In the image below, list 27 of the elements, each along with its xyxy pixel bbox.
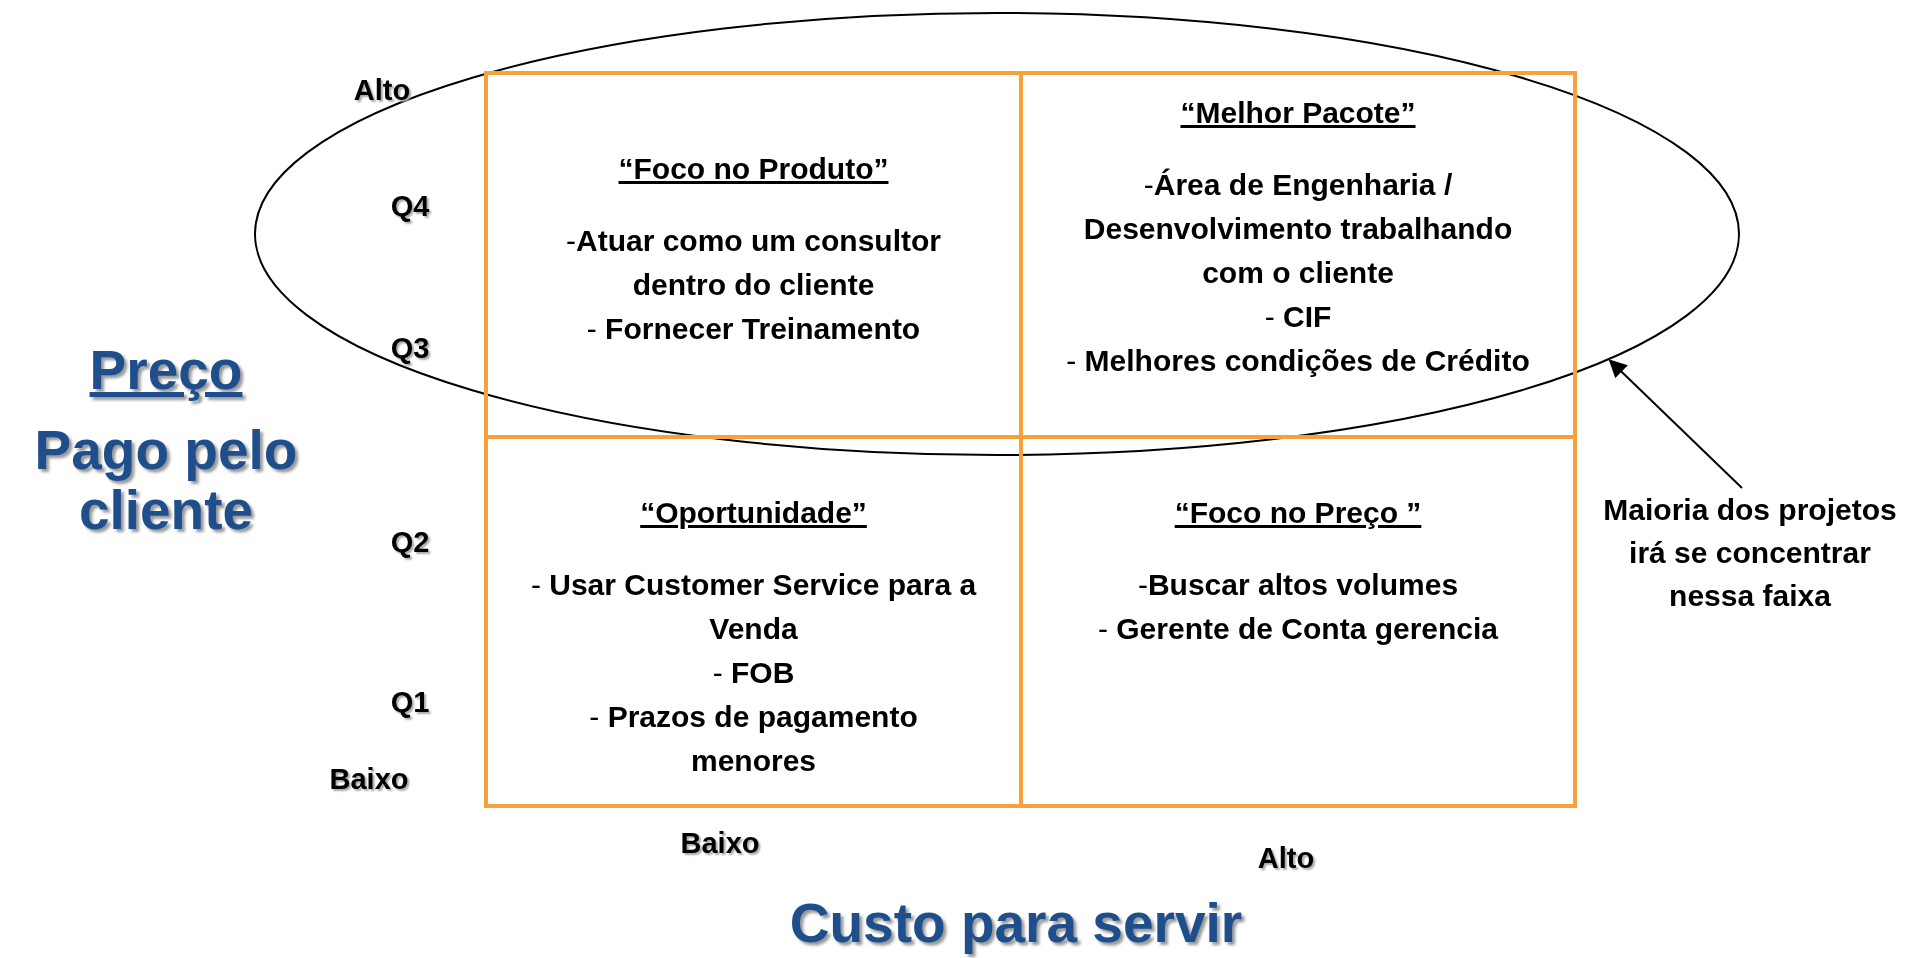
bullet-text: - Prazos de pagamento menores (588, 699, 919, 779)
quartile-label: Q4 (390, 189, 430, 223)
bullet-text: - Usar Customer Service para a Venda (529, 567, 978, 647)
annotation-text: Maioria dos projetos irá se concentrar nessa faixa (1585, 488, 1915, 678)
bullet-text: -Buscar altos volumes (1136, 567, 1460, 603)
bullet-text: - Gerente de Conta gerencia (1096, 611, 1500, 647)
quadrant-heading: “Oportunidade” (639, 495, 868, 531)
bullet-text: - Melhores condições de Crédito (1065, 343, 1531, 379)
axis-title: Preço (89, 340, 243, 400)
bullet-text: -Atuar como um consultor dentro do cliente (565, 223, 942, 303)
leader-arrow (1608, 359, 1743, 489)
quartile-label: Q3 (390, 331, 430, 365)
axis-level-label: Alto (353, 73, 411, 107)
bullet-text: - FOB (711, 655, 796, 691)
quartile-label: Q1 (390, 685, 430, 719)
axis-level-label: Baixo (329, 762, 409, 796)
axis-level-label: Alto (1257, 841, 1315, 875)
bullet-text: - CIF (1263, 299, 1333, 335)
quadrant-heading: “Foco no Preço ” (1173, 495, 1423, 531)
axis-title: Custo para servir (789, 893, 1243, 953)
axis-title: Pago pelo cliente (33, 420, 299, 540)
quartile-label: Q2 (390, 525, 430, 559)
quadrant-heading: “Melhor Pacote” (1179, 95, 1417, 131)
bullet-text: - Fornecer Treinamento (585, 311, 922, 347)
bullet-text: -Área de Engenharia / Desenvolvimento trabalhando com o cliente (1082, 167, 1514, 291)
quadrant-heading: “Foco no Produto” (617, 151, 890, 187)
axis-level-label: Baixo (680, 826, 760, 860)
